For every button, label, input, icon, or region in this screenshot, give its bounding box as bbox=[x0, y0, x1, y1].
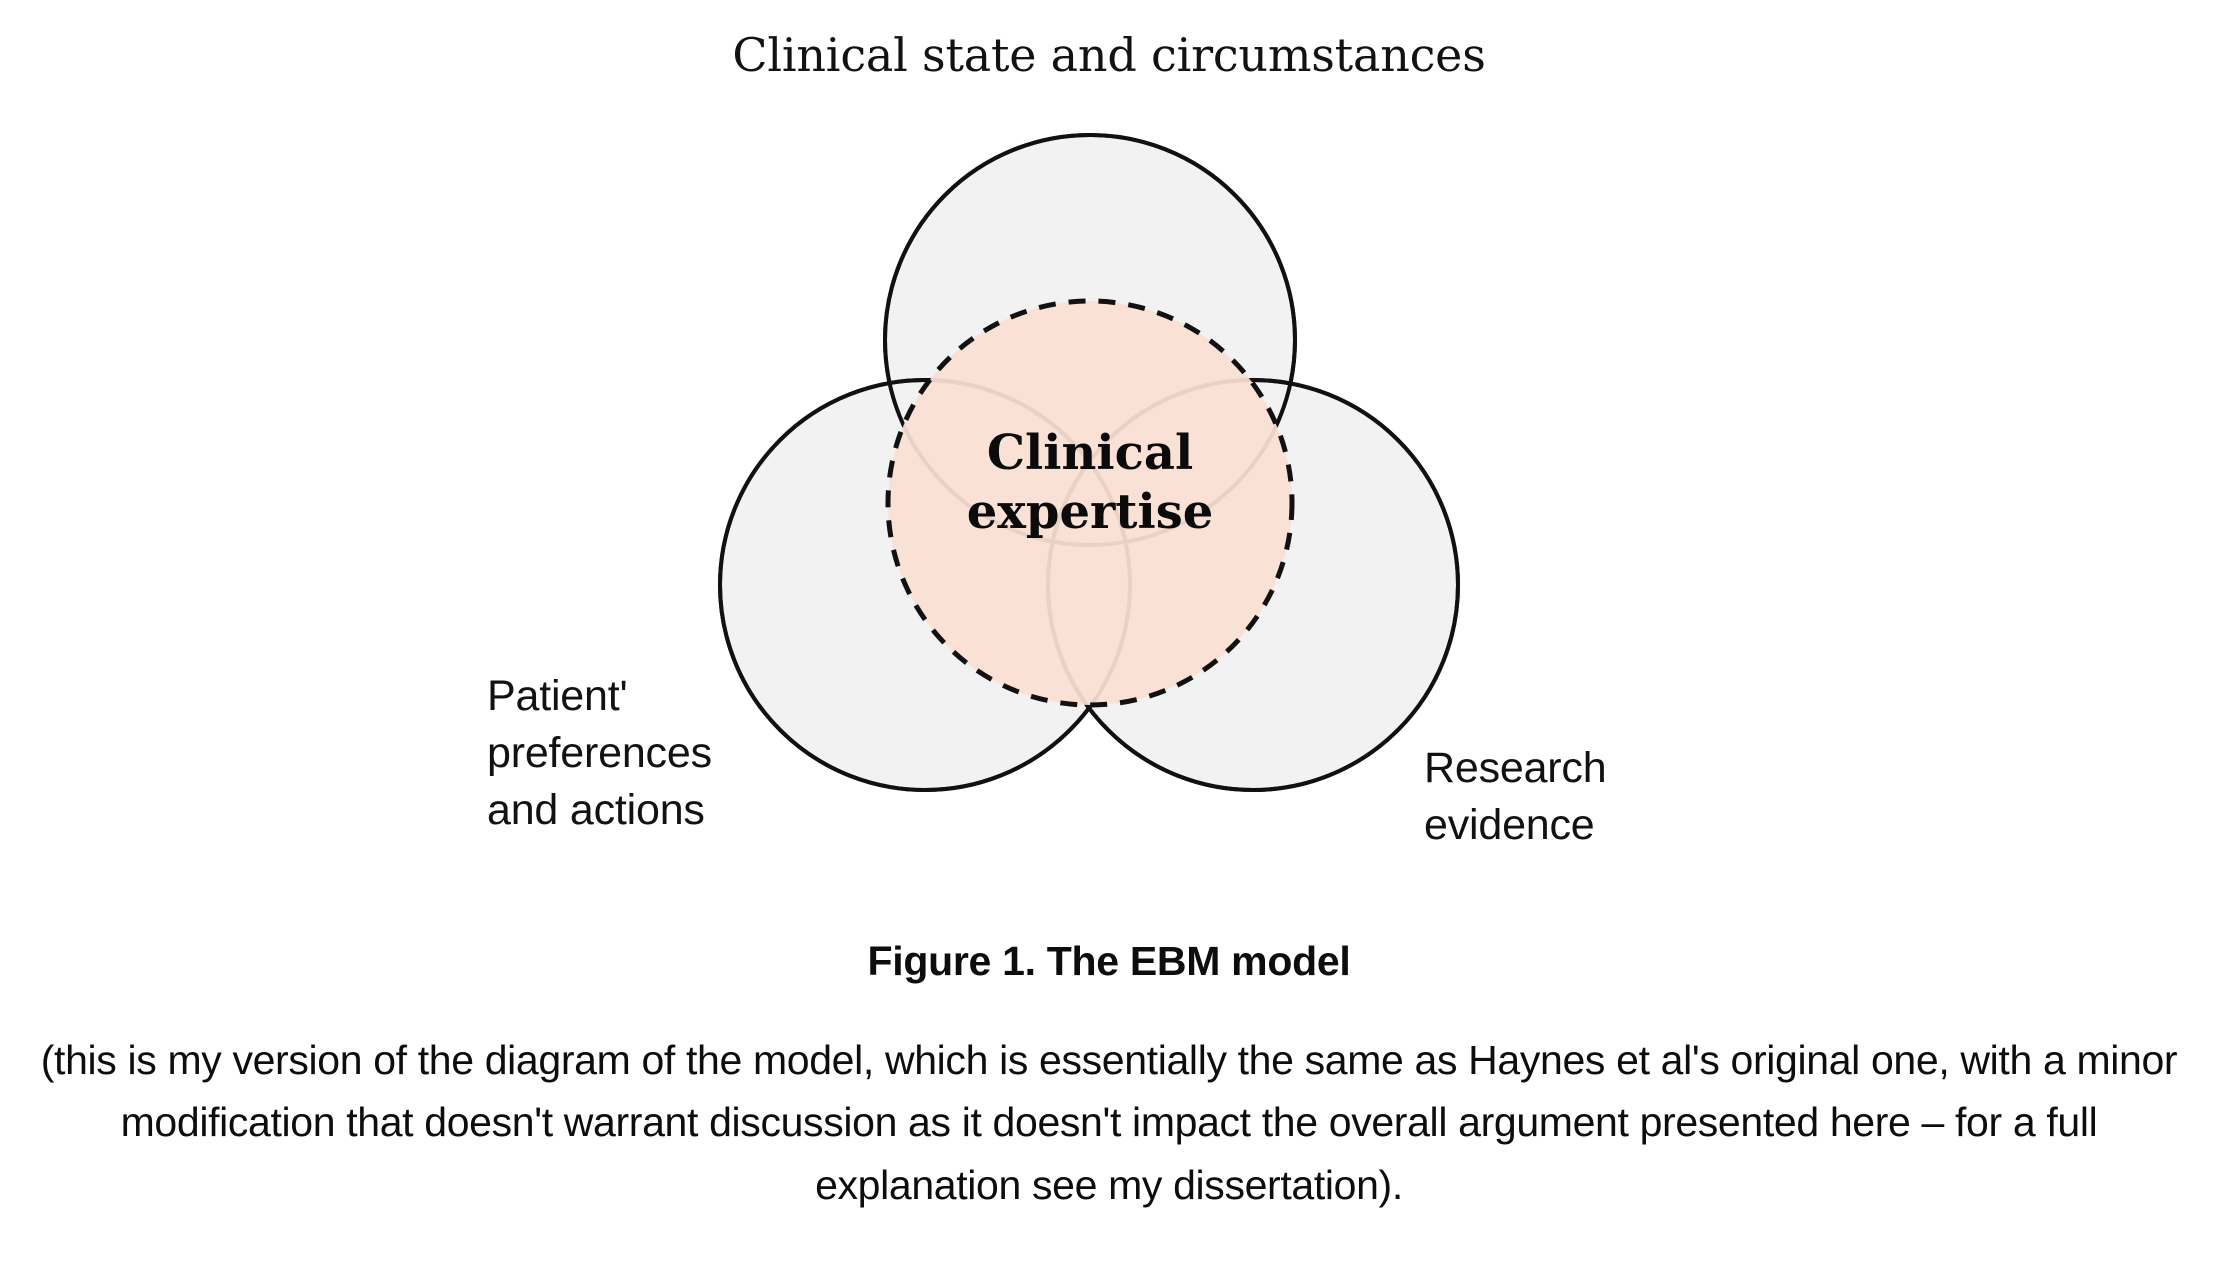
figure-note: (this is my version of the diagram of th… bbox=[40, 1037, 2178, 1208]
clinical-expertise-circle bbox=[885, 298, 1295, 708]
label-patient-preferences-and-actions: Patient' preferences and actions bbox=[487, 672, 712, 834]
ebm-venn-diagram: Clinical state and circumstances Patient… bbox=[487, 28, 1607, 849]
figure-caption-block: Figure 1. The EBM model (this is my vers… bbox=[0, 938, 2218, 1216]
label-clinical-state-and-circumstances: Clinical state and circumstances bbox=[732, 28, 1486, 82]
figure-caption: Figure 1. The EBM model bbox=[867, 938, 1351, 984]
label-research-evidence: Research evidence bbox=[1424, 744, 1607, 849]
venn-diagram-svg bbox=[718, 133, 1460, 792]
